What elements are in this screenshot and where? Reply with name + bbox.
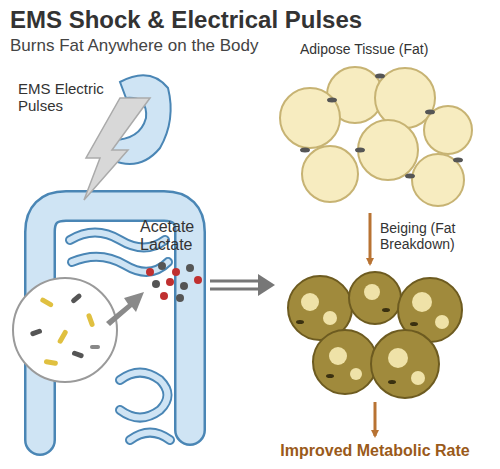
bacterium [71, 350, 84, 359]
beige-fat [288, 272, 462, 398]
node-heading: Adipose Tissue (Fat) [300, 41, 490, 57]
molecule [146, 268, 154, 276]
lipid-droplet [411, 371, 425, 385]
molecule [172, 268, 180, 276]
mitochondrion [405, 174, 415, 179]
beiging-label: Beiging (Fat Breakdown) [380, 220, 496, 252]
bacterium [57, 329, 69, 344]
metabolic-arrow [374, 402, 377, 436]
node-heading: Acetate Lactate [140, 218, 212, 255]
mitochondrion [300, 148, 310, 153]
lipid-droplet [364, 284, 380, 300]
metabolite-cluster: Acetate Lactate [140, 218, 212, 302]
lipid-droplet [388, 348, 408, 368]
fat-cell [280, 88, 340, 148]
mitochondrion [355, 148, 365, 153]
subtitle: Burns Fat Anywhere on the Body [10, 36, 259, 56]
bacterium [30, 328, 43, 337]
fat-cell [412, 154, 464, 206]
fat-cell [358, 120, 418, 180]
bacterium [39, 297, 54, 308]
lipid-droplet [412, 292, 432, 312]
molecule [160, 292, 168, 300]
bacterium [86, 313, 95, 328]
mitochondrion [327, 98, 337, 103]
beige-cell [313, 330, 377, 394]
mitochondrion [382, 308, 390, 312]
mitochondrion [326, 374, 334, 378]
gut-bacteria [30, 293, 100, 367]
molecule [186, 264, 194, 272]
bacterium [44, 359, 59, 366]
mitochondrion [425, 110, 435, 115]
adipose-tissue: Adipose Tissue (Fat) [278, 41, 490, 213]
beiging-arrow [369, 213, 372, 264]
bacterium [90, 345, 100, 349]
title: EMS Shock & Electrical Pulses [10, 6, 362, 34]
molecule [166, 278, 174, 286]
lipid-droplet [301, 293, 319, 311]
lipid-droplet [350, 368, 362, 380]
bacterium [70, 293, 82, 305]
mitochondrion [375, 74, 385, 79]
beige-cell [371, 330, 439, 398]
molecules [146, 262, 202, 302]
lipid-droplet [329, 347, 347, 365]
double-arrow [210, 274, 275, 296]
arrow-shaft [210, 281, 260, 289]
molecule [158, 262, 166, 270]
ems-label: EMS Electric Pulses [18, 80, 118, 115]
molecule [176, 294, 184, 302]
fat-cell [302, 146, 358, 202]
white-fat [280, 67, 472, 206]
lipid-droplet [435, 315, 449, 329]
gray-arrow [106, 292, 144, 326]
molecule [152, 280, 160, 288]
mitochondrion [296, 320, 304, 324]
beige-cell [349, 272, 401, 324]
magnified-gut [13, 278, 117, 382]
metabolic-label: Improved Metabolic Rate [250, 442, 500, 460]
arrow-head [258, 274, 275, 296]
fat-cell [424, 106, 472, 154]
mitochondrion [410, 322, 418, 326]
lightning-bolt [84, 98, 150, 200]
mitochondrion [388, 380, 396, 384]
lipid-droplet [323, 311, 337, 325]
molecule [194, 276, 202, 284]
mitochondrion [453, 158, 463, 163]
molecule [180, 282, 188, 290]
